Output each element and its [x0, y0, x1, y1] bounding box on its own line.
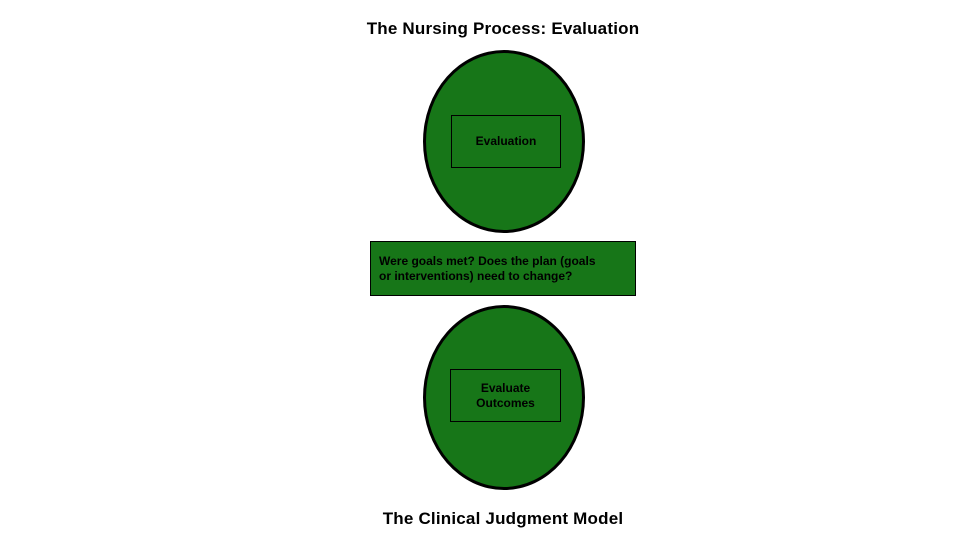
evaluate-outcomes-label: Evaluate Outcomes: [476, 380, 535, 410]
slide-title-top: The Nursing Process: Evaluation: [366, 19, 640, 38]
question-text: Were goals met? Does the plan (goals or …: [379, 253, 596, 283]
question-box: Were goals met? Does the plan (goals or …: [370, 241, 636, 296]
evaluate-outcomes-label-box: Evaluate Outcomes: [450, 369, 561, 422]
evaluation-label-box: Evaluation: [451, 115, 561, 168]
slide-title-bottom: The Clinical Judgment Model: [382, 509, 624, 528]
evaluation-label: Evaluation: [475, 134, 537, 148]
evaluation-ellipse: [423, 50, 585, 233]
